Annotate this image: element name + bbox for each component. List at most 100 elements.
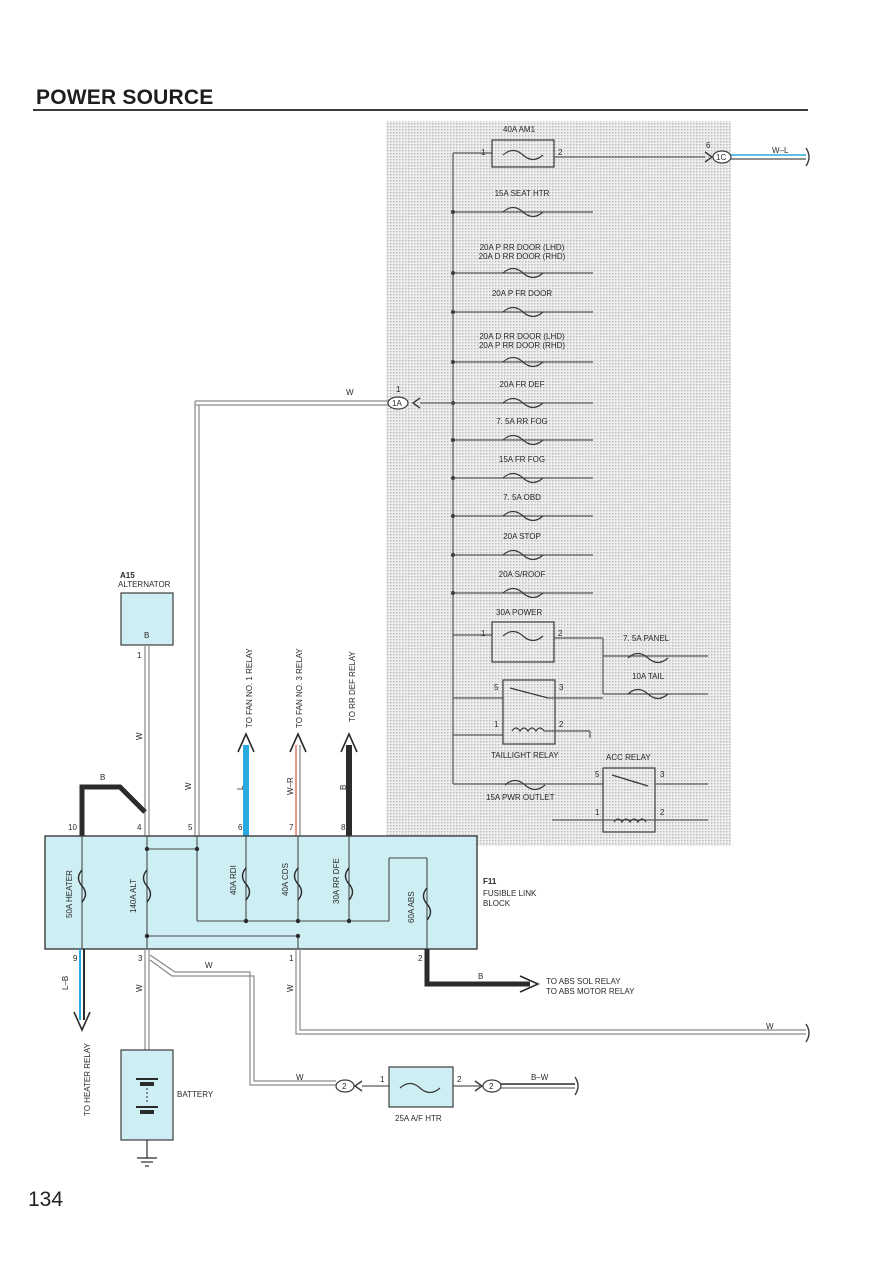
af-pin-in: 1	[380, 1075, 385, 1084]
acc-relay-label: ACC RELAY	[606, 753, 651, 762]
pin-top-5: 5	[188, 823, 193, 832]
pin-top-8: 8	[341, 823, 346, 832]
pin-top-4: 4	[137, 823, 142, 832]
fuse-row: 20A P FR DOOR	[451, 289, 593, 318]
bus-junction-dot	[451, 514, 455, 518]
fan3-wire-label: W–R	[286, 777, 295, 795]
fuse-label-2: 20A D RR DOOR (RHD)	[479, 252, 566, 261]
af-out-wire-label: B–W	[531, 1073, 549, 1082]
fuse-symbol	[502, 549, 544, 561]
pin1-out-label: W	[286, 984, 295, 992]
abs-wire-label: B	[478, 972, 483, 981]
tail-relay-pin-3: 3	[559, 683, 564, 692]
acc-relay-pin-1: 1	[595, 808, 600, 817]
acc-relay-pin-2: 2	[660, 808, 665, 817]
heater-relay-label: TO HEATER RELAY	[83, 1042, 92, 1116]
bus-junction-dot	[451, 591, 455, 595]
fusible-link-block	[44, 835, 478, 950]
pin1-out-wire	[295, 949, 810, 1043]
bus-junction-dot	[451, 310, 455, 314]
alt-wire-label: W	[135, 732, 144, 740]
acc-relay-pin-5: 5	[595, 770, 600, 779]
taillight-relay	[453, 679, 603, 745]
far-right-w-label: W	[766, 1022, 774, 1031]
pin-top-6: 6	[238, 823, 243, 832]
fuse-symbol	[502, 397, 544, 409]
pwr-outlet-label: 15A PWR OUTLET	[486, 793, 555, 802]
connector-1a-label: 1A	[392, 399, 402, 408]
link-rdi: 40A RDI	[229, 865, 238, 895]
fusible-name-2: BLOCK	[483, 899, 511, 908]
fan3-relay-label: TO FAN NO. 3 RELAY	[295, 648, 304, 728]
fuse-label: 20A STOP	[503, 532, 541, 541]
abs-label-2: TO ABS MOTOR RELAY	[546, 987, 635, 996]
bus-junction-dot	[451, 271, 455, 275]
junction-dots	[144, 846, 352, 939]
alternator-pin: 1	[137, 651, 142, 660]
pin-bot-3: 3	[138, 954, 143, 963]
abs-out-wire	[424, 949, 540, 993]
am1-pin-out: 2	[558, 148, 563, 157]
fusible-code: F11	[483, 877, 497, 886]
af-feed-wire	[149, 954, 336, 1086]
junction-bus	[452, 152, 492, 784]
af-pin-out: 2	[457, 1075, 462, 1084]
fuse-label: 7. 5A OBD	[503, 493, 541, 502]
fan1-wire	[237, 732, 255, 836]
fuse-power	[453, 621, 708, 700]
taillight-relay-label: TAILLIGHT RELAY	[491, 751, 559, 760]
tail-relay-pin-2: 2	[559, 720, 564, 729]
fuse-symbol	[502, 472, 544, 484]
fusible-link-symbols	[77, 867, 432, 921]
fuse-symbol	[502, 306, 544, 318]
af-conn-feed-label: W	[296, 1073, 304, 1082]
af-conn-left: 2	[342, 1082, 347, 1091]
link-heater: 50A HEATER	[65, 870, 74, 918]
link-rrdfe: 30A RR DFE	[332, 858, 341, 904]
fuse-label: 20A D RR DOOR (LHD)	[479, 332, 565, 341]
af-conn-right: 2	[489, 1082, 494, 1091]
fuse-label: 20A S/ROOF	[499, 570, 546, 579]
pin-bot-1: 1	[289, 954, 294, 963]
wire-wl-label: W–L	[772, 146, 789, 155]
rrdef-relay-label: TO RR DEF RELAY	[348, 651, 357, 722]
heater-out-label: L–B	[61, 976, 70, 990]
connector-1c-label: 1C	[716, 153, 726, 162]
fuse-symbol	[502, 267, 544, 279]
power-pin-in: 1	[481, 629, 486, 638]
battery-wire-label: W	[135, 984, 144, 992]
tail-relay-pin-1: 1	[494, 720, 499, 729]
jb-feed-label: W	[184, 782, 193, 790]
tail-relay-pin-5: 5	[494, 683, 499, 692]
acc-relay-pin-3: 3	[660, 770, 665, 779]
link-alt: 140A ALT	[129, 879, 138, 913]
af-heater-circuit	[335, 1066, 579, 1108]
fuse-label: 7. 5A RR FOG	[496, 417, 548, 426]
fuse-label: 20A P FR DOOR	[492, 289, 553, 298]
link-cds: 40A CDS	[281, 863, 290, 896]
wire-jb-label: W	[346, 388, 354, 397]
page-title: POWER SOURCE	[36, 86, 214, 109]
pin-bot-2: 2	[418, 954, 423, 963]
heater-out-wire	[73, 949, 91, 1032]
alternator-terminal: B	[144, 631, 149, 640]
am1-label: 40A AM1	[503, 125, 536, 134]
junction-block-shade	[386, 121, 731, 846]
fan1-relay-label: TO FAN NO. 1 RELAY	[245, 648, 254, 728]
fuse-row: 20A D RR DOOR (LHD)20A P RR DOOR (RHD)	[451, 332, 593, 368]
alternator-name: ALTERNATOR	[118, 580, 171, 589]
power-fuse-label: 30A POWER	[496, 608, 542, 617]
fuse-label: 20A P RR DOOR (LHD)	[480, 243, 565, 252]
pin-bot-9: 9	[73, 954, 78, 963]
battery-wire	[144, 949, 150, 1050]
panel-fuse-label: 7. 5A PANEL	[623, 634, 670, 643]
heater-in-label: B	[100, 773, 105, 782]
battery-box	[120, 1049, 174, 1141]
af-feed-label: W	[205, 961, 213, 970]
fuse-row: 7. 5A RR FOG	[451, 417, 593, 446]
fuse-symbol	[502, 434, 544, 446]
connector-1c-pin: 6	[706, 141, 711, 150]
fuse-row: 7. 5A OBD	[451, 493, 593, 522]
fuse-label-2: 20A P RR DOOR (RHD)	[479, 341, 565, 350]
